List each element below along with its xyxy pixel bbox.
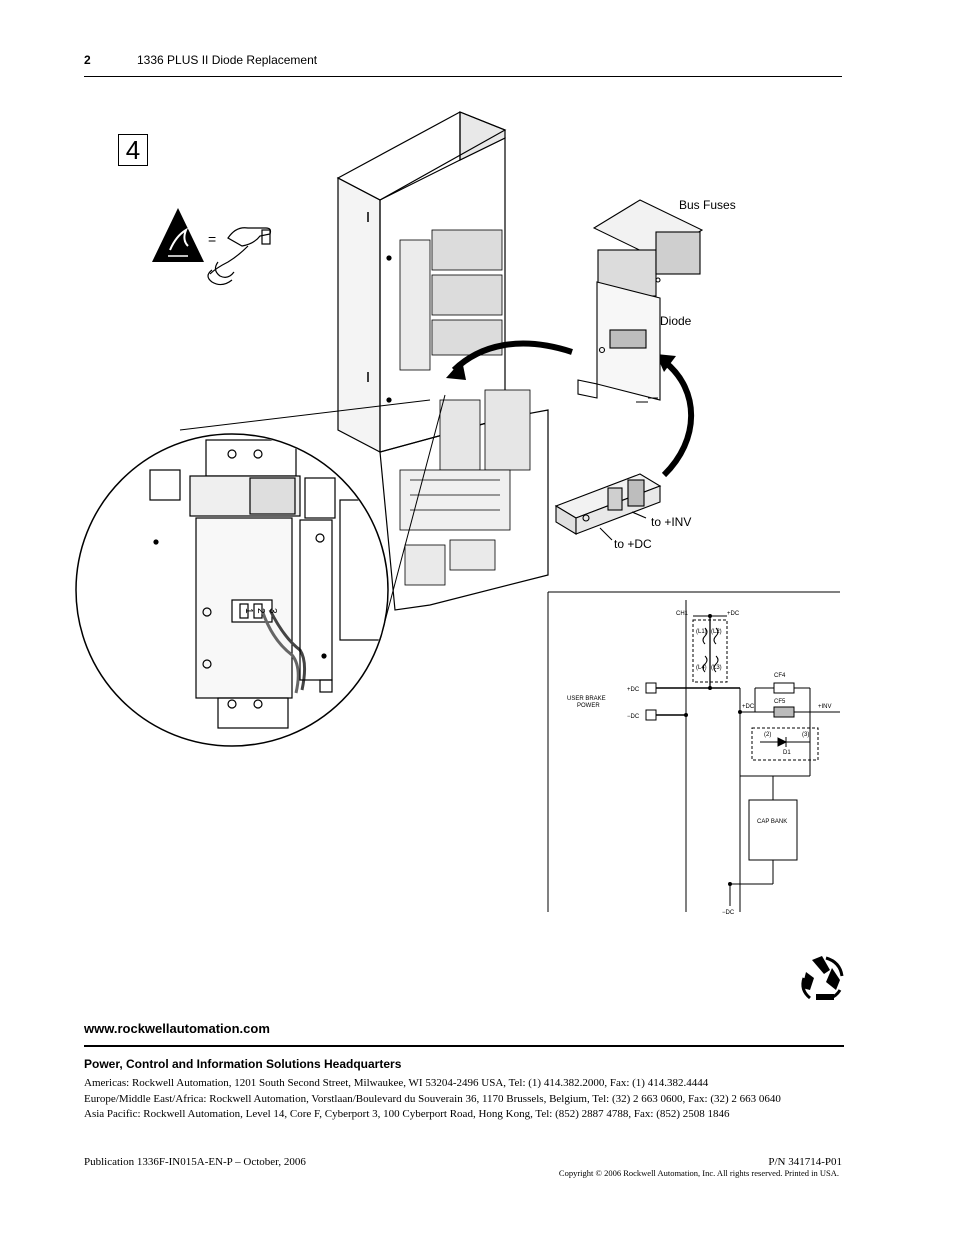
drive-chassis-drawing	[336, 111, 549, 611]
plus-dc-mid-label: +DC	[742, 704, 755, 710]
diode-label: Diode	[660, 314, 692, 328]
cf5-label: CF5	[774, 699, 786, 705]
terminal-number-1: 1	[243, 608, 254, 614]
terminal-number-2: 2	[255, 608, 266, 614]
address-asia: Asia Pacific: Rockwell Automation, Level…	[84, 1108, 730, 1120]
cap-bank-label: CAP BANK	[757, 819, 787, 825]
to-dc-label: to +DC	[614, 537, 652, 551]
l4-label: (L4)	[696, 665, 707, 671]
plus-dc-top-label: +DC	[727, 611, 740, 617]
footer-divider	[84, 1045, 844, 1047]
user-brake-power-label-1: USER BRAKE	[567, 696, 606, 702]
user-brake-power-label-2: POWER	[577, 703, 600, 709]
copyright-notice: Copyright © 2006 Rockwell Automation, In…	[558, 1168, 839, 1178]
ch1-label: CH1	[676, 611, 689, 617]
esd-equals-sign: =	[208, 231, 216, 247]
plus-dc-terminal-label: +DC	[627, 687, 640, 693]
detail-magnified-view: 1 2 3	[75, 394, 446, 747]
cf4-label: CF4	[774, 673, 786, 679]
removal-arrow	[446, 340, 573, 380]
plus-inv-label: +INV	[818, 704, 832, 710]
l2-label: (L2)	[711, 629, 722, 635]
terminal-number-3: 3	[267, 608, 278, 614]
d1-label: D1	[783, 750, 791, 756]
address-europe: Europe/Middle East/Africa: Rockwell Auto…	[84, 1093, 781, 1105]
headquarters-title: Power, Control and Information Solutions…	[84, 1057, 402, 1071]
wrist-strap-icon	[207, 227, 272, 286]
website-link[interactable]: www.rockwellautomation.com	[84, 1021, 270, 1036]
step-number-box: 4	[118, 134, 148, 166]
document-title: 1336 PLUS II Diode Replacement	[137, 53, 318, 67]
esd-warning-icon	[152, 208, 204, 262]
diode-pin2-label: (2)	[764, 732, 771, 738]
header-divider	[84, 76, 842, 77]
part-number: P/N 341714-P01	[768, 1156, 842, 1168]
brake-circuit-schematic: CH1 +DC (L1) (L2) (L4) (L3) USER BRAKE P…	[547, 591, 848, 916]
publication-number: Publication 1336F-IN015A-EN-P – October,…	[84, 1156, 306, 1168]
address-americas: Americas: Rockwell Automation, 1201 Sout…	[84, 1077, 709, 1089]
bus-fuse-diode-assembly	[577, 199, 704, 403]
to-inv-label: to +INV	[651, 515, 691, 529]
diode-bracket-drawing	[554, 473, 662, 541]
install-arrow	[656, 354, 694, 478]
diode-replacement-illustration: =	[75, 111, 848, 1000]
recycle-icon	[801, 956, 844, 1000]
diode-pin3-label: (3)	[802, 732, 809, 738]
minus-dc-bottom-label: −DC	[722, 910, 735, 916]
page-number: 2	[84, 53, 91, 67]
minus-dc-terminal-label: −DC	[627, 714, 640, 720]
bus-fuses-label: Bus Fuses	[679, 198, 736, 212]
l1-label: (L1)	[696, 629, 707, 635]
l3-label: (L3)	[711, 665, 722, 671]
